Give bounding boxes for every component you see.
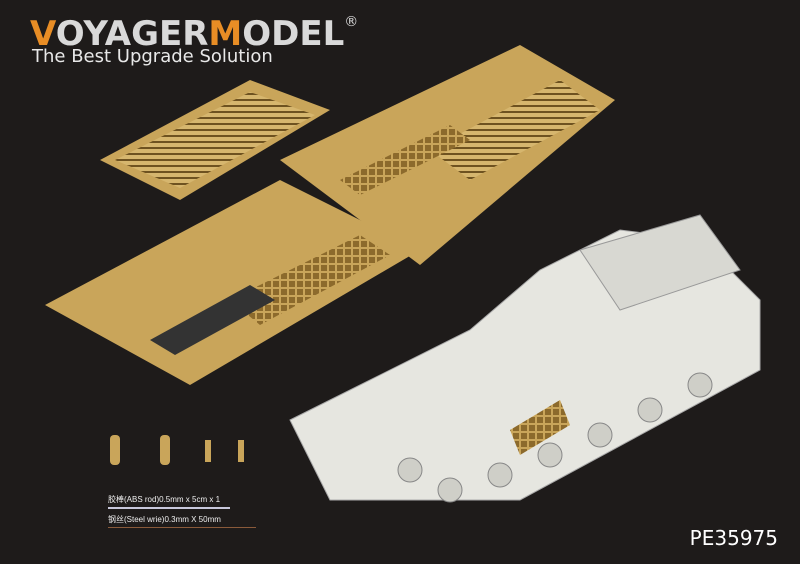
logo-odel: ODEL <box>242 14 345 54</box>
brand-logo: VOYAGERMODEL® <box>30 14 358 54</box>
pe-fret-large <box>280 45 615 265</box>
product-code: PE35975 <box>689 526 778 550</box>
tank-model <box>289 214 761 503</box>
pe-fret-small <box>100 80 330 200</box>
logo-oyager: OYAGER <box>55 14 209 54</box>
steel-wire-label: 钢丝(Steel wrie)0.3mm X 50mm <box>108 514 256 528</box>
logo-m: M <box>208 14 243 54</box>
abs-rod-label: 胶棒(ABS rod)0.5mm x 5cm x 1 <box>108 494 230 509</box>
tagline: The Best Upgrade Solution <box>32 46 273 67</box>
resin-parts <box>110 435 244 465</box>
logo-v: V <box>30 14 56 54</box>
registered-mark: ® <box>344 14 359 30</box>
pe-fret-left <box>45 180 420 385</box>
